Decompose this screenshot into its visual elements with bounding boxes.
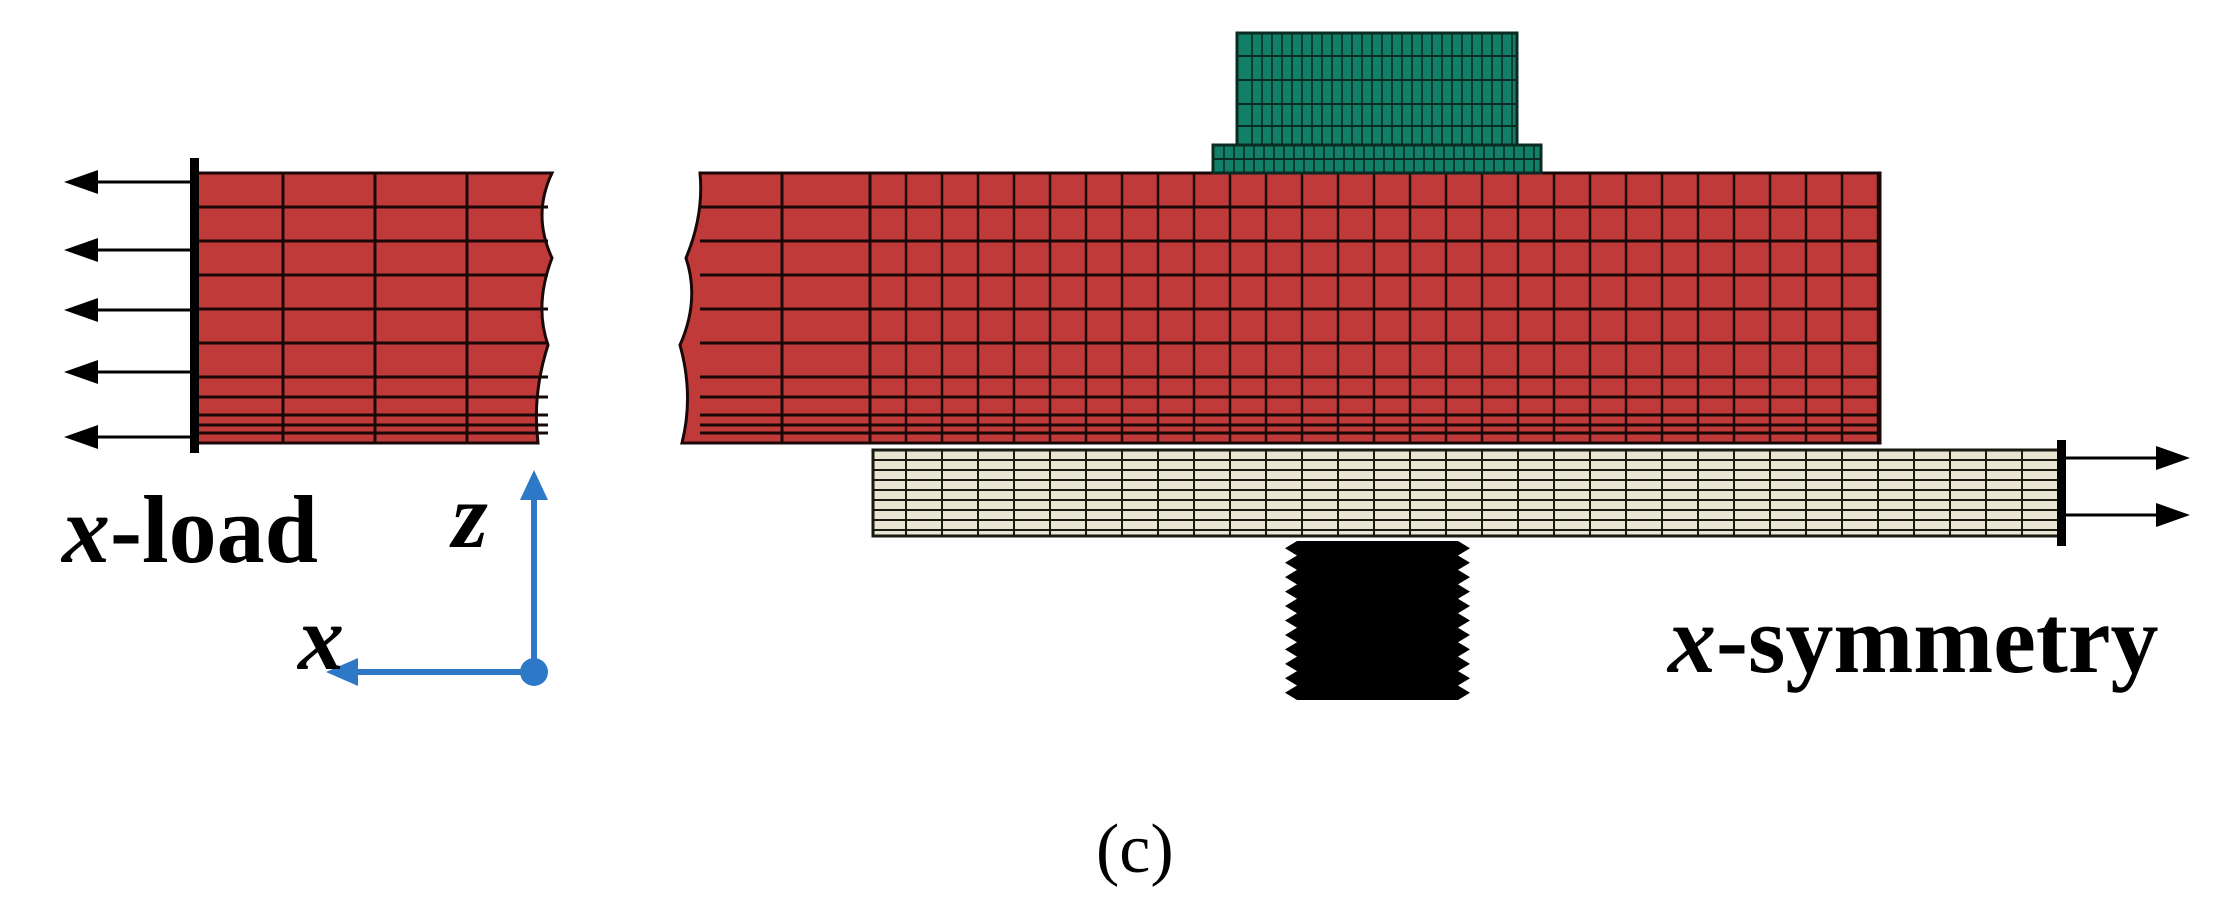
x-load-variable: x bbox=[62, 476, 110, 583]
x-load-suffix: -load bbox=[110, 476, 319, 583]
x-symmetry-variable: x bbox=[1668, 586, 1716, 693]
symmetry-arrows bbox=[2066, 446, 2190, 527]
axis-x-label: x bbox=[298, 587, 344, 689]
top-plate-left-segment bbox=[190, 158, 555, 453]
x-load-label: x-load bbox=[62, 482, 318, 578]
lower-plate-body bbox=[871, 448, 2062, 538]
arrow-right-icon bbox=[2156, 446, 2190, 470]
arrow-left-icon bbox=[64, 425, 98, 449]
arrow-left-icon bbox=[64, 238, 98, 262]
load-boundary-bar bbox=[190, 158, 199, 453]
top-plate-right-segment bbox=[678, 171, 1882, 445]
washer-head-mesh bbox=[1211, 31, 1543, 175]
figure-caption: (c) bbox=[1096, 811, 1174, 888]
arrow-left-icon bbox=[64, 360, 98, 384]
coordinate-axes bbox=[326, 470, 548, 686]
bolt-thread-shank bbox=[1285, 541, 1470, 700]
x-symmetry-label: x-symmetry bbox=[1668, 592, 2158, 688]
lower-plate-mesh bbox=[871, 440, 2066, 546]
arrow-right-icon bbox=[2156, 503, 2190, 527]
axis-x-arrowhead bbox=[326, 658, 358, 686]
arrow-left-icon bbox=[64, 298, 98, 322]
axis-z-label: z bbox=[452, 465, 488, 567]
axis-origin-dot-icon bbox=[520, 658, 548, 686]
load-arrows bbox=[64, 170, 192, 449]
axis-z-arrowhead bbox=[520, 470, 548, 500]
symmetry-boundary-bar bbox=[2057, 440, 2066, 546]
arrow-left-icon bbox=[64, 170, 98, 194]
bolt-shank bbox=[1285, 541, 1470, 700]
bolt-head-body bbox=[1235, 31, 1519, 147]
x-symmetry-suffix: -symmetry bbox=[1716, 586, 2159, 693]
